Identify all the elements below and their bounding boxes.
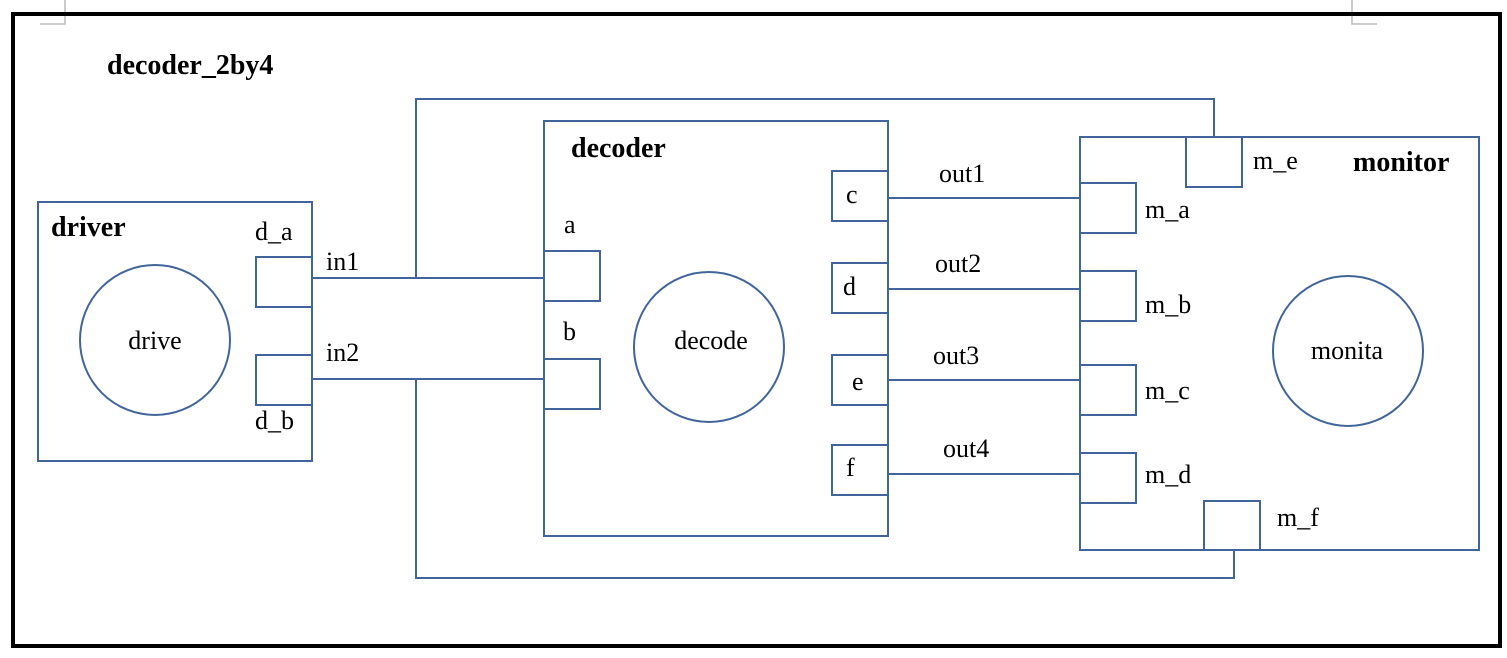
monitor-port-m-b — [1079, 270, 1137, 322]
driver-process-circle — [79, 264, 231, 416]
monitor-port-m-c — [1079, 364, 1137, 416]
monitor-port-m-a-label: m_a — [1145, 195, 1190, 224]
decoder-port-c-label: c — [846, 180, 858, 209]
driver-port-d-a — [255, 256, 313, 308]
monitor-process-circle — [1272, 275, 1424, 427]
decoder-port-d-label: d — [843, 272, 856, 301]
driver-block: driver drive d_a d_b — [37, 201, 313, 462]
decoder-port-b — [543, 358, 601, 410]
decoder-process-label: decode — [674, 326, 748, 355]
decoder-box — [543, 120, 889, 537]
driver-port-d-b-label: d_b — [255, 406, 294, 435]
decoder-port-a — [543, 250, 601, 302]
diagram-title: decoder_2by4 — [107, 50, 273, 81]
wire-in1-to-m-e — [415, 98, 1215, 278]
decoder-port-f — [831, 444, 889, 496]
monitor-process-label: monita — [1311, 336, 1384, 365]
signal-in1-label: in1 — [326, 247, 359, 276]
monitor-port-m-e-label: m_e — [1253, 146, 1298, 175]
monitor-port-m-e — [1185, 136, 1243, 188]
monitor-port-m-a — [1079, 182, 1137, 234]
page-corner-mark-right — [1351, 0, 1377, 25]
signal-out1-label: out1 — [939, 159, 985, 188]
driver-box — [37, 201, 313, 462]
outer-frame — [11, 12, 1502, 648]
monitor-port-m-f — [1203, 500, 1261, 551]
signal-in2-label: in2 — [326, 338, 359, 367]
decoder-port-f-label: f — [846, 453, 855, 482]
signal-out2-label: out2 — [935, 249, 981, 278]
monitor-title: monitor — [1353, 147, 1449, 178]
monitor-port-m-b-label: m_b — [1145, 290, 1191, 319]
decoder-port-e — [831, 354, 889, 406]
decoder-block: decoder decode a b c d e f — [543, 120, 889, 537]
driver-process-label: drive — [128, 326, 181, 355]
decoder-process-circle — [633, 271, 785, 423]
monitor-port-m-c-label: m_c — [1145, 376, 1190, 405]
decoder-port-a-label: a — [564, 210, 576, 239]
decoder-port-e-label: e — [852, 367, 864, 396]
wires — [312, 98, 1235, 579]
monitor-block: monitor monita m_e m_a m_b m_c m_d m_f — [1079, 136, 1480, 551]
monitor-port-m-f-label: m_f — [1277, 503, 1319, 532]
signal-out3-label: out3 — [933, 341, 979, 370]
driver-title: driver — [51, 212, 126, 243]
monitor-port-m-d — [1079, 452, 1137, 504]
decoder-port-c — [831, 170, 889, 222]
signal-labels: in1 in2 out1 out2 out3 out4 — [326, 159, 989, 463]
decoder-title: decoder — [571, 133, 666, 164]
page-corner-mark-left — [40, 0, 66, 25]
driver-port-d-a-label: d_a — [255, 217, 293, 246]
monitor-port-m-d-label: m_d — [1145, 460, 1191, 489]
monitor-box — [1079, 136, 1480, 551]
decoder-port-b-label: b — [563, 317, 576, 346]
wire-in2-to-m-f — [415, 379, 1235, 579]
decoder-port-d — [831, 262, 889, 314]
driver-port-d-b — [255, 354, 313, 406]
signal-out4-label: out4 — [943, 434, 989, 463]
